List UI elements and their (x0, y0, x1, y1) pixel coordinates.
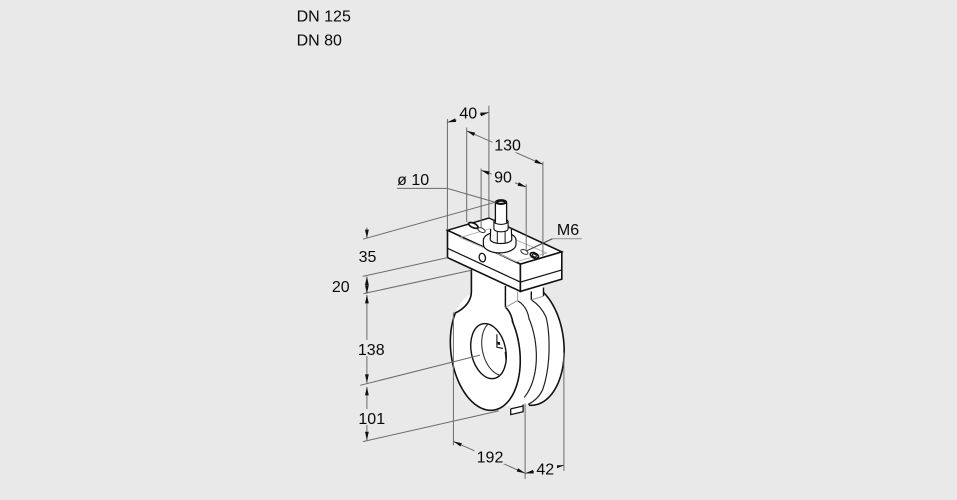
svg-text:101: 101 (358, 411, 385, 428)
svg-text:35: 35 (359, 249, 377, 266)
svg-text:M6: M6 (557, 222, 579, 239)
svg-text:ø 10: ø 10 (397, 172, 429, 189)
svg-text:DN 125: DN 125 (297, 9, 351, 26)
svg-text:138: 138 (358, 342, 385, 359)
svg-text:40: 40 (459, 106, 477, 123)
svg-text:DN 80: DN 80 (297, 33, 342, 50)
svg-text:90: 90 (494, 170, 512, 187)
svg-text:192: 192 (477, 449, 504, 466)
svg-text:130: 130 (494, 138, 521, 155)
svg-text:20: 20 (332, 279, 350, 296)
svg-text:42: 42 (536, 461, 554, 478)
